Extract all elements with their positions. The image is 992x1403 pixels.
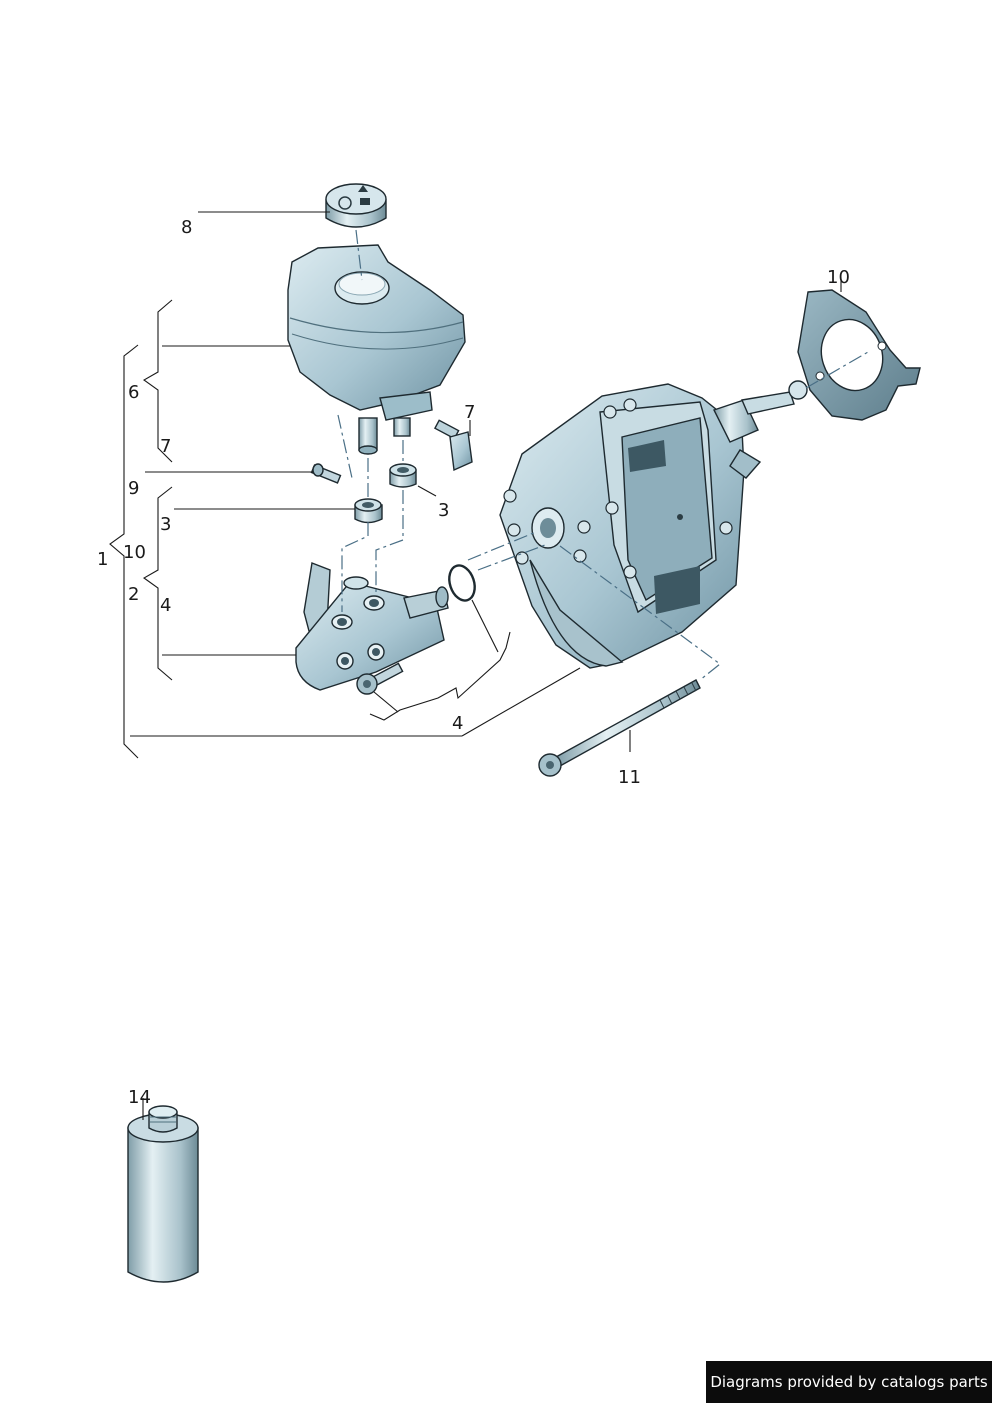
grommet-lower xyxy=(354,498,383,524)
callout-7-right: 7 xyxy=(464,402,475,423)
callout-3-left: 3 xyxy=(160,514,171,535)
callouts: 8 6 7 9 3 10 1 2 4 7 3 4 10 11 14 xyxy=(97,217,850,1108)
callout-10-right: 10 xyxy=(827,267,850,288)
brake-fluid-reservoir xyxy=(287,244,466,455)
level-sensor xyxy=(433,419,473,472)
brake-booster xyxy=(499,380,808,669)
flange-bolt xyxy=(356,662,404,695)
reservoir-cap xyxy=(325,183,387,228)
callout-3-right: 3 xyxy=(438,500,449,521)
callout-4-bottom: 4 xyxy=(452,713,463,734)
assembly-axes xyxy=(337,229,869,681)
callout-8: 8 xyxy=(181,217,192,238)
callout-6: 6 xyxy=(128,382,139,403)
callout-11: 11 xyxy=(618,767,641,788)
callout-10-left: 10 xyxy=(123,542,146,563)
leader-lines xyxy=(109,211,842,1120)
o-ring xyxy=(448,564,476,602)
callout-9: 9 xyxy=(128,478,139,499)
gasket xyxy=(797,289,921,421)
callout-7-left: 7 xyxy=(160,436,171,457)
footer-credit-badge: Diagrams provided by catalogs parts xyxy=(706,1361,992,1403)
screw-small xyxy=(310,463,342,484)
callout-4-left: 4 xyxy=(160,595,171,616)
grommet-upper xyxy=(389,463,417,488)
master-cylinder xyxy=(295,562,449,691)
callout-1: 1 xyxy=(97,549,108,570)
callout-2: 2 xyxy=(128,584,139,605)
long-bolt xyxy=(538,679,701,777)
callout-14: 14 xyxy=(128,1087,151,1108)
brake-fluid-bottle xyxy=(127,1105,199,1283)
